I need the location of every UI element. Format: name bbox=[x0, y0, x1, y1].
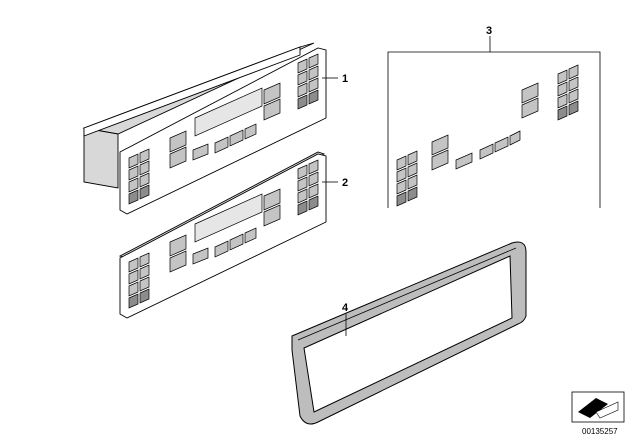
document-number: 00135257 bbox=[582, 427, 618, 436]
direction-arrow-icon bbox=[571, 391, 625, 423]
part-2-control-panel bbox=[118, 151, 327, 319]
part-number-2: 2 bbox=[342, 177, 348, 189]
part-number-3: 3 bbox=[486, 25, 492, 37]
part-number-4: 4 bbox=[342, 302, 349, 314]
bracket-3 bbox=[387, 51, 601, 208]
part-3-button-set bbox=[387, 36, 601, 208]
part-number-1: 1 bbox=[342, 73, 348, 85]
part-4-trim-bezel bbox=[291, 241, 527, 425]
part-1-control-unit bbox=[82, 42, 327, 215]
